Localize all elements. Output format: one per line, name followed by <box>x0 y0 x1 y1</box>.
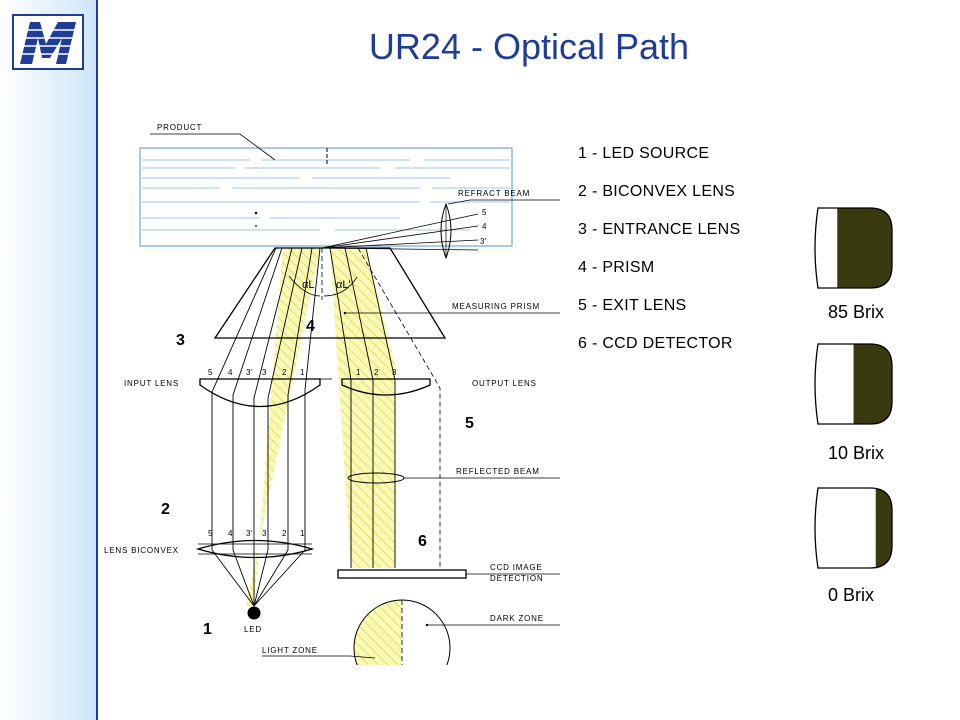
refract-rays <box>321 213 479 251</box>
brix-label-0: 0 Brix <box>828 585 875 605</box>
input-lens-label: INPUT LENS <box>124 379 179 388</box>
brix-shape-10 <box>814 343 893 425</box>
output-rays <box>329 247 396 568</box>
ray-number: 3 <box>392 368 397 377</box>
led-source-icon <box>247 606 261 620</box>
callout-5: 5 <box>465 415 474 432</box>
refract-beam-label: REFRACT BEAM <box>458 189 530 198</box>
ray-number: 3 <box>262 368 267 377</box>
output-ray-numbers: 1 2 3 <box>356 368 397 377</box>
ray-number: 3' <box>246 529 252 538</box>
brix-outline <box>814 343 893 425</box>
legend-item: 6 - CCD DETECTOR <box>578 335 733 352</box>
legend-item: 2 - BICONVEX LENS <box>578 183 736 200</box>
ray-number: 1 <box>300 529 305 538</box>
sidebar-gradient <box>0 0 96 720</box>
refract-ray-3p: 3' <box>480 237 486 246</box>
legend-item: 3 - ENTRANCE LENS <box>578 221 741 238</box>
led-label: LED <box>244 625 262 634</box>
measuring-prism <box>213 247 447 339</box>
ray-number: 2 <box>374 368 379 377</box>
alpha-l-prime-label: αL' <box>336 279 351 291</box>
reflected-beam-label: REFLECTED BEAM <box>456 467 540 476</box>
company-logo-icon <box>12 14 84 70</box>
zone-circle <box>262 599 560 665</box>
refract-ray-4: 4 <box>482 222 487 231</box>
legend-item: 1 - LED SOURCE <box>578 145 710 162</box>
ray-number: 4 <box>228 368 233 377</box>
product-label: PRODUCT <box>157 123 202 132</box>
ray-number: 3 <box>262 529 267 538</box>
brix-shape-0 <box>814 487 893 569</box>
brix-outline <box>814 487 893 569</box>
output-beam-fill <box>330 248 395 568</box>
ray-number: 4 <box>228 529 233 538</box>
brix-outline <box>814 207 893 289</box>
input-lens <box>199 378 321 408</box>
dark-zone-label: DARK ZONE <box>490 614 544 623</box>
legend-item: 5 - EXIT LENS <box>578 297 687 314</box>
input-rays <box>211 247 321 607</box>
alpha-l-label: αL <box>302 279 314 291</box>
lens-biconvex-label: LENS BICONVEX <box>104 546 179 555</box>
brix-dark-zone <box>875 488 892 568</box>
refract-ray-5: 5 <box>482 208 487 217</box>
optical-path-diagram: αL αL' PRODUCT REFRACT BEAM MEASURING PR… <box>104 123 560 665</box>
product-sample-box <box>139 147 513 247</box>
brix-dark-zone <box>837 208 892 288</box>
brix-label-85: 85 Brix <box>828 302 885 322</box>
ray-number: 2 <box>282 368 287 377</box>
callout-4: 4 <box>306 318 315 335</box>
ccd-label-line2: DETECTION <box>490 574 543 583</box>
ray-number: 2 <box>282 529 287 538</box>
ray-number: 1 <box>300 368 305 377</box>
ray-number: 1 <box>356 368 361 377</box>
input-beam-fill <box>246 248 320 606</box>
output-dashed-ray <box>357 247 441 570</box>
measuring-prism-label: MEASURING PRISM <box>452 302 540 311</box>
brix-shapes <box>814 207 893 569</box>
ray-number: 5 <box>208 368 213 377</box>
callout-1: 1 <box>203 621 212 638</box>
product-leader <box>150 133 276 161</box>
page-title: UR24 - Optical Path <box>368 26 690 67</box>
brix-label-10: 10 Brix <box>828 443 885 463</box>
callout-6: 6 <box>418 533 427 550</box>
lens-biconvex <box>195 539 315 559</box>
ray-number: 5 <box>208 529 213 538</box>
callout-3: 3 <box>176 332 185 349</box>
output-lens <box>341 378 431 396</box>
callout-2: 2 <box>161 501 170 518</box>
light-zone-label: LIGHT ZONE <box>262 646 318 655</box>
brix-shape-85 <box>814 207 893 289</box>
ccd-detector-bar <box>337 569 467 579</box>
refract-beam-leader <box>447 199 560 205</box>
ccd-label-line1: CCD IMAGE <box>490 563 543 572</box>
component-legend: 1 - LED SOURCE 2 - BICONVEX LENS 3 - ENT… <box>578 144 740 372</box>
input-ray-numbers: 5 4 3' 3 2 1 <box>208 368 305 377</box>
sidebar-divider <box>96 0 98 720</box>
output-lens-label: OUTPUT LENS <box>472 379 537 388</box>
ray-number: 3' <box>246 368 252 377</box>
brix-dark-zone <box>853 344 892 424</box>
legend-item: 4 - PRISM <box>578 259 655 276</box>
biconvex-ray-numbers: 5 4 3' 3 2 1 <box>208 529 305 538</box>
